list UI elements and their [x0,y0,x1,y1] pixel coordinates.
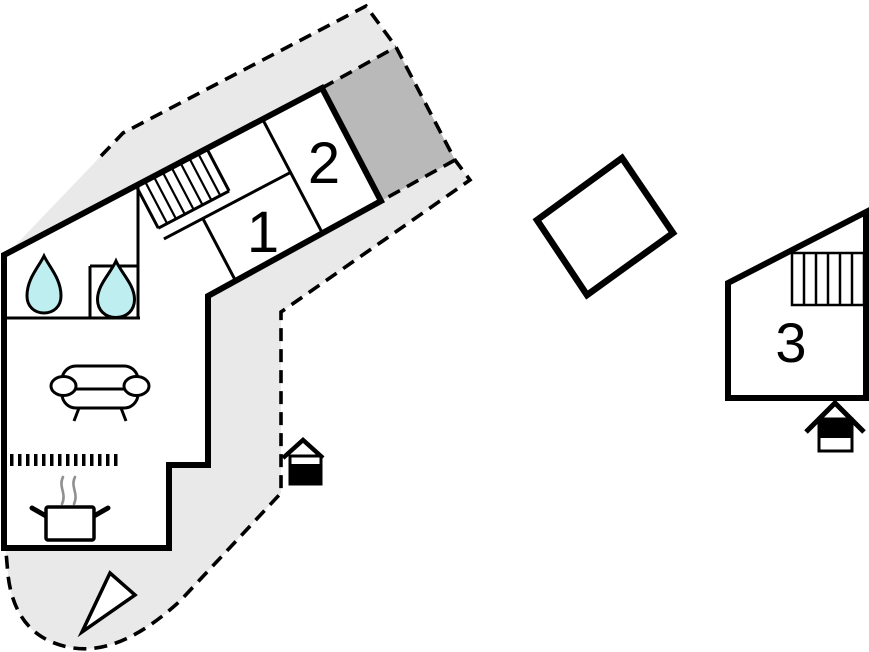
cooking-pot-icon [29,505,111,542]
water-drop-icon [25,252,63,315]
water-drop-icons [25,252,137,320]
sofa-icon [49,364,151,422]
water-drop-icon [95,257,137,320]
plot-boundary-dashed [4,3,473,651]
main-building-outline [1,83,386,551]
covered-terrace-area [322,47,455,201]
room-3-label: 3 [775,311,806,374]
room-2-label: 2 [308,131,340,196]
room-1-label: 1 [247,200,279,265]
entrance-house-icon-main [281,436,325,486]
stairs-icon-annex [790,251,866,307]
entrance-house-icon-annex [804,399,866,453]
outbuilding-outline [532,153,678,300]
stairs-icon-main [143,152,222,225]
steam-icon [60,475,77,506]
direction-triangle-icon [77,570,138,638]
lot-area [4,6,470,649]
